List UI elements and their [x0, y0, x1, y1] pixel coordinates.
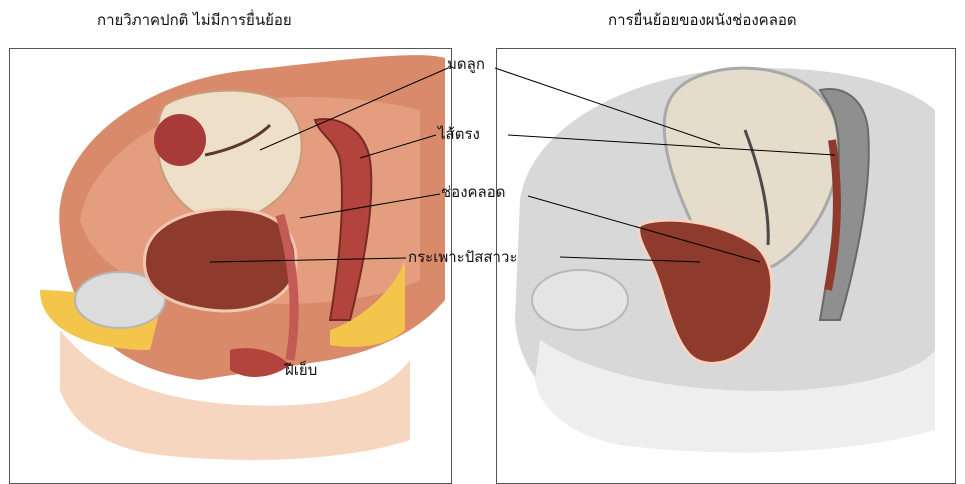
rectum-label: ไส้ตรง	[438, 122, 480, 146]
prolapse-anatomy-illustration	[495, 68, 935, 453]
uterus-label: มดลูก	[447, 52, 485, 76]
perineum-label: ฝีเย็บ	[285, 358, 317, 382]
bladder-label: กระเพาะปัสสาวะ	[408, 245, 517, 269]
vagina-label: ช่องคลอด	[441, 180, 506, 204]
normal-anatomy-illustration	[40, 55, 448, 460]
